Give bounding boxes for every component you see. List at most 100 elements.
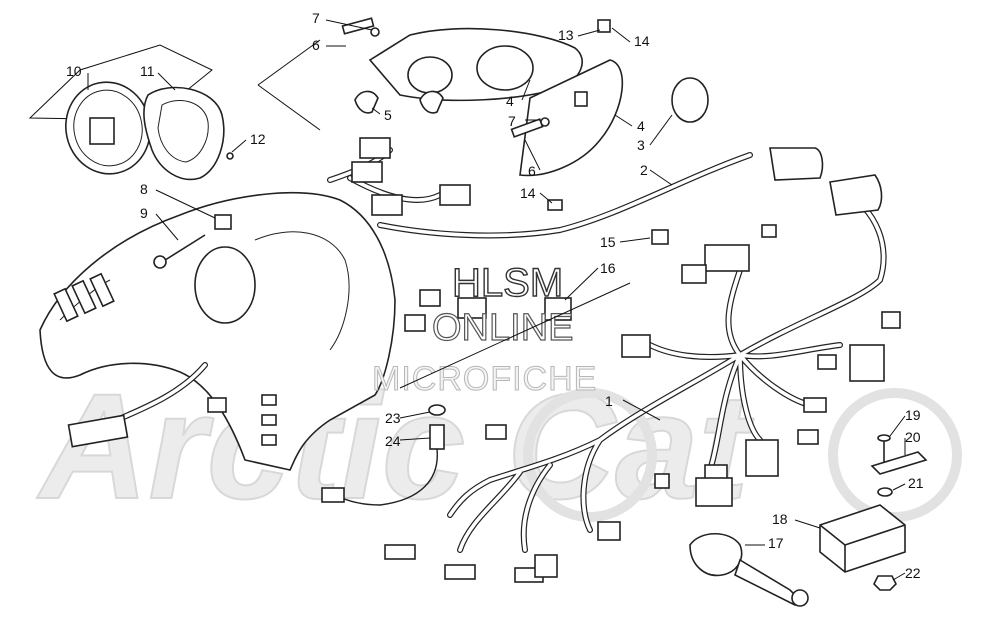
callout-labels: 7 6 10 11 12 8 9 5 4 7 6 14 13 14 4 3 2 … [66,10,924,581]
callout-10: 10 [66,63,82,79]
speedometer-display [89,117,115,145]
dash-slot-3 [261,434,277,446]
leader-4-top [521,79,531,101]
bulb-socket-5a [354,90,379,114]
harness-plug-m [485,424,507,440]
callout-14-bottom: 14 [520,185,536,201]
nose-vent-3 [89,272,115,308]
callout-12: 12 [250,131,266,147]
hlsm-subtitle-online: ONLINE [432,307,573,349]
leader-22 [892,572,906,581]
bulb-connector-24 [321,487,345,503]
module-18-edge [819,524,846,546]
harness-plug-d [881,311,901,329]
relay-block [704,244,750,272]
dash-clip-8 [214,214,232,230]
washer-21 [877,487,893,497]
leader-3 [649,114,673,146]
headlight-plug-d [439,184,471,206]
leader-24 [399,437,431,441]
diagnostic-connector [67,414,129,448]
nose-body [39,192,396,471]
headlight-plug-c [371,194,403,216]
brand-wheel-left [523,388,657,522]
callout-16: 16 [600,260,616,276]
dash-panel-contour [254,231,350,351]
callout-9: 9 [140,205,148,221]
leader-12 [231,139,247,153]
dash-slot-2 [261,414,277,426]
brand-watermark: Arctic Cat [35,361,962,531]
brand-wheel-right [828,388,962,522]
callout-6-top: 6 [312,37,320,53]
clip-14-bottom [547,199,563,211]
cover-clip [574,91,588,107]
callout-19: 19 [905,407,921,423]
nut-22 [873,575,897,591]
harness-plug-k [654,473,670,489]
harness-plug-o [534,554,558,578]
callout-5: 5 [384,107,392,123]
headlight-opening [194,246,256,324]
hose-clamp-3 [671,77,709,123]
leader-7-top [325,19,373,31]
leader-housing-group-b [257,84,321,131]
harness-plug-a [681,264,707,284]
retainer-13 [597,19,611,33]
callout-4-top: 4 [506,93,514,109]
gauge-housing [143,86,225,181]
headlight-plug-a [359,137,391,159]
callout-24: 24 [385,433,401,449]
dash-slot-1 [261,394,277,406]
leader-5 [371,107,381,115]
harness-plug-c [849,344,885,382]
leader-16 [564,267,599,301]
leader-9 [155,213,179,241]
bulb-socket-5b [419,90,444,114]
leader-18 [794,519,821,529]
dash-nose-panel [39,192,396,471]
bulb-socket-24 [429,424,445,450]
harness-plug-p [444,564,476,580]
leader-23 [399,411,431,419]
callout-20: 20 [905,429,921,445]
key-ring-17 [791,589,809,607]
gauge-bulb [226,152,234,160]
leader-1 [622,399,661,421]
ground-terminal [761,224,777,238]
callout-1: 1 [605,393,613,409]
callout-6-mid: 6 [528,163,536,179]
screw-7-top [370,27,380,37]
callout-3: 3 [637,137,645,153]
brand-watermark-text: Arctic Cat [36,362,755,530]
callout-18: 18 [772,511,788,527]
module-18-edge-b [844,524,906,546]
headlight-bulb-left [407,56,453,94]
spring-6-top [341,17,375,35]
callout-22: 22 [905,565,921,581]
mount-screw-9-head [153,255,167,269]
callout-8: 8 [140,181,148,197]
callout-13: 13 [558,27,574,43]
harness-1-main-plug [829,174,883,216]
leader-2 [649,169,673,186]
leader-housing-group [257,39,321,86]
callout-7-mid: 7 [508,113,516,129]
side-connector-b [404,314,426,332]
instrument-cluster [28,44,234,181]
leader-19 [889,415,906,437]
harness-2-plug [769,147,824,181]
bulb-wire-24 [334,448,438,506]
headlight-bulb-right [476,45,534,91]
screw-7-bottom [540,117,550,127]
harness-plug-j [695,477,733,507]
small-connector-a [207,397,227,413]
leader-6-mid [524,139,541,171]
connector-16 [457,297,487,319]
headlight-harness [327,137,824,239]
connector-16b [544,297,572,321]
harness-plug-h [797,429,819,445]
gauge-housing-inner [157,100,209,163]
leader-11 [157,72,176,91]
